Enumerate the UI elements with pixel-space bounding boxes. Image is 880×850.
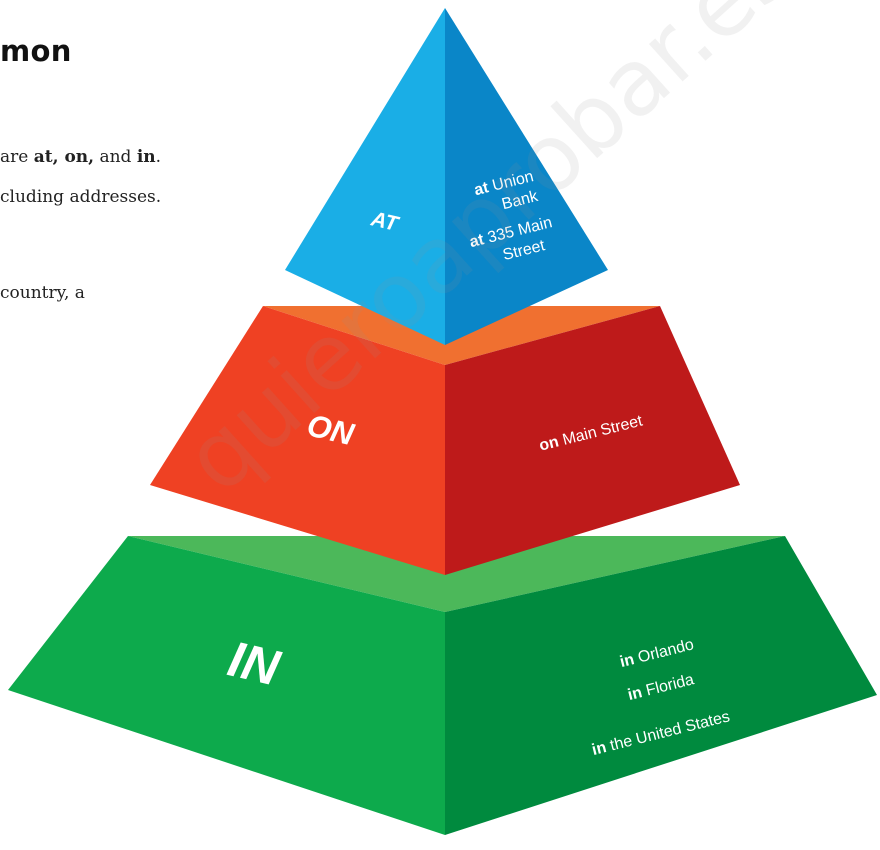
- in-tier-left-face: [8, 536, 445, 835]
- pyramid-tier-at: AT at Union Bank at 335 Main Street: [285, 8, 608, 345]
- in-example-3-keyword: in: [590, 739, 608, 759]
- intro-line-1-middle: and: [94, 147, 137, 167]
- intro-line-1-suffix: .: [155, 147, 162, 167]
- at-example-1-keyword: at: [473, 179, 492, 199]
- intro-line-1-bold-prepositions: at, on,: [33, 147, 95, 167]
- in-tier-top-face: [128, 536, 785, 612]
- intro-line-2: cluding addresses.: [0, 187, 162, 207]
- in-tier-right-face: [445, 536, 877, 835]
- in-example-2-keyword: in: [626, 684, 644, 704]
- at-tier-right-face: [445, 8, 608, 345]
- on-tier-right-face: [445, 306, 740, 575]
- at-example-2-keyword: at: [468, 231, 487, 251]
- intro-line-3: country, a: [0, 283, 85, 303]
- intro-line-1: are at, on, and in.: [0, 147, 161, 167]
- on-example-1-keyword: on: [538, 433, 561, 454]
- intro-line-1-prefix: are: [0, 147, 34, 167]
- on-tier-left-face: [150, 306, 445, 575]
- intro-line-1-bold-in: in: [136, 147, 156, 167]
- at-tier-left-face: [285, 8, 445, 345]
- in-example-1-keyword: in: [618, 651, 636, 671]
- pyramid-tier-in: IN in Orlando in Florida in the United S…: [8, 536, 877, 835]
- section-heading: mon: [0, 34, 72, 68]
- pyramid-tier-on: ON on Main Street: [150, 306, 740, 575]
